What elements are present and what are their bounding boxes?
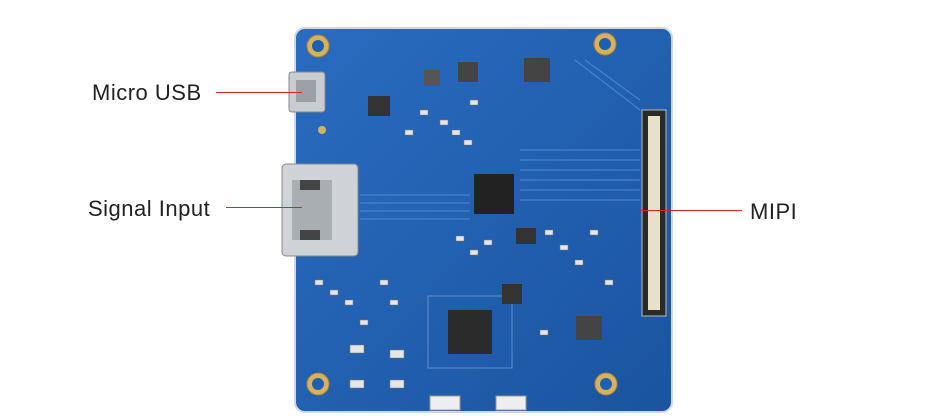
- mounting-holes: [306, 32, 618, 396]
- signal-input-label: Signal Input: [88, 196, 211, 221]
- main-chip: [474, 174, 514, 214]
- button-right: [495, 395, 527, 411]
- button-left: [429, 395, 461, 411]
- mcu-chip: [448, 310, 492, 354]
- micro-usb-label: Micro USB: [92, 80, 202, 105]
- mipi-leader-line: [640, 210, 742, 211]
- mipi-label: MIPI: [750, 199, 798, 224]
- micro-usb-leader-line: [216, 92, 302, 93]
- signal-input-leader-line: [226, 207, 302, 208]
